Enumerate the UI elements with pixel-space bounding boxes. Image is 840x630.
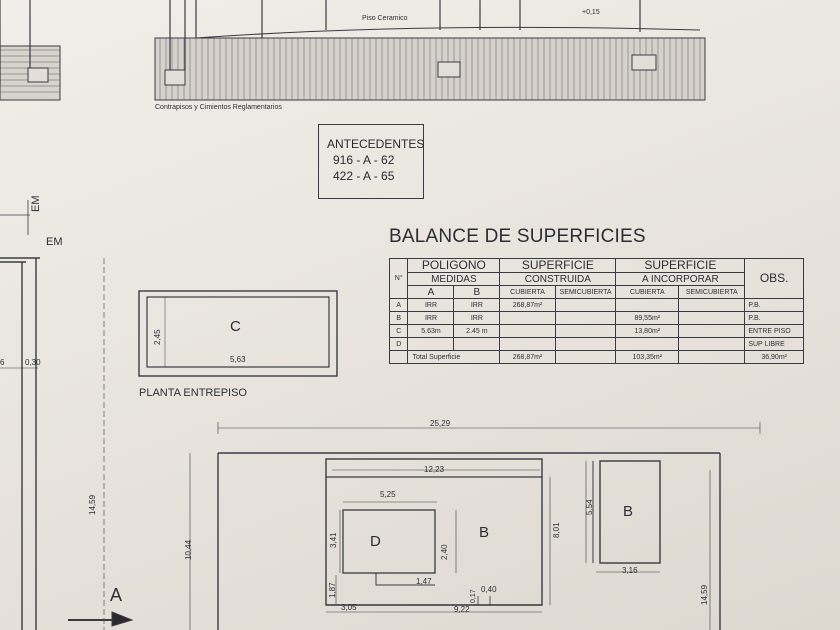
table-header-cubierta: CUBIERTA	[499, 285, 556, 299]
dim-d-height: 3,41	[329, 532, 338, 548]
table-header-incorporar: SUPERFICIE	[615, 258, 746, 273]
level-mark: +0,15	[582, 9, 600, 16]
dim-554: 5,54	[585, 499, 594, 515]
row-construida-cubierta	[499, 324, 556, 338]
dim-overall-width: 25,29	[430, 419, 451, 428]
balance-title: BALANCE DE SUPERFICIES	[389, 226, 646, 247]
table-header-numero: N°	[388, 258, 409, 299]
zone-c-label: C	[230, 318, 241, 335]
antecedentes-title: ANTECEDENTES	[327, 137, 425, 151]
total-construida: 268,87m²	[499, 350, 556, 364]
entrepiso-caption: PLANTA ENTREPISO	[139, 387, 247, 399]
table-header-cubierta: CUBIERTA	[615, 285, 680, 299]
total-incorporar: 103,35m²	[615, 350, 680, 364]
dim-d-width: 5,25	[380, 490, 396, 499]
total-label: Total Superficie	[407, 350, 501, 364]
foundations-note: Contrapisos y Cimientos Reglamentarios	[155, 104, 282, 111]
row-b: IRR	[453, 311, 501, 325]
dim-801: 8,01	[552, 522, 561, 538]
section-arrow-label: A	[110, 585, 123, 605]
antecedentes-line: 422 - A - 65	[333, 169, 395, 183]
row-obs: SUP LIBRE	[744, 337, 804, 351]
dim-inner-height: 10,44	[184, 539, 193, 560]
row-construida-semi	[554, 311, 617, 325]
table-row: C 5.63m 2.45 m 13,80m² ENTRE PISO	[388, 324, 804, 338]
row-incorporar-semi	[678, 298, 746, 312]
entrepiso-plan	[138, 290, 338, 377]
antecedentes-box: ANTECEDENTES 916 - A - 62 422 - A - 65	[318, 124, 424, 199]
zone-d-label: D	[370, 533, 381, 550]
dim-305: 3,05	[341, 603, 357, 612]
row-construida-cubierta	[499, 337, 556, 351]
dim-316: 3,16	[622, 566, 638, 575]
dim-block-width: 12,23	[424, 465, 445, 474]
dim-side-b: 6	[0, 358, 5, 367]
dim-width: 5,63	[230, 355, 246, 364]
balance-table: N° POLIGONO SUPERFICIE SUPERFICIE OBS. M…	[388, 258, 804, 364]
row-incorporar-cubierta: 89,55m²	[615, 311, 680, 325]
row-a: IRR	[407, 298, 455, 312]
row-incorporar-cubierta: 13,80m²	[615, 324, 680, 338]
table-header-medidas: MEDIDAS	[407, 272, 501, 286]
table-header-col-a: A	[407, 285, 455, 299]
table-row: B IRR IRR 89,55m² P.B.	[388, 311, 804, 325]
row-b: IRR	[453, 298, 501, 312]
row-a: IRR	[407, 311, 455, 325]
table-header-col-b: B	[453, 285, 501, 299]
row-incorporar-semi	[678, 324, 746, 338]
row-obs: P.B.	[744, 311, 804, 325]
row-id: C	[388, 324, 409, 338]
row-a	[407, 337, 455, 351]
table-row: A IRR IRR 268,87m² P.B.	[388, 298, 804, 312]
row-obs: P.B.	[744, 298, 804, 312]
cut-mark-top: EM	[30, 195, 42, 213]
cut-mark-side: EM	[46, 236, 63, 248]
antecedentes-line: 916 - A - 62	[333, 153, 395, 167]
dim-147: 1,47	[416, 577, 432, 586]
row-construida-cubierta	[499, 311, 556, 325]
table-header-semicubierta: SEMICUBIERTA	[554, 285, 617, 299]
total-obs: 36,90m²	[744, 350, 804, 364]
floor-label: Piso Ceramico	[362, 15, 408, 22]
row-incorporar-cubierta	[615, 337, 680, 351]
main-plan	[68, 422, 761, 630]
row-b	[453, 337, 501, 351]
dim-height: 2,45	[153, 329, 162, 345]
table-header-construida-sub: CONSTRUIDA	[499, 272, 617, 286]
dim-017: 0,17	[470, 589, 477, 603]
row-construida-semi	[554, 298, 617, 312]
row-id: D	[388, 337, 409, 351]
dim-overall-height-left: 14,59	[88, 494, 97, 515]
dim-overall-height-right: 14,59	[700, 584, 709, 605]
row-obs: ENTRE PISO	[744, 324, 804, 338]
zone-b-label: B	[479, 524, 490, 541]
row-incorporar-cubierta	[615, 298, 680, 312]
table-row: D SUP LIBRE	[388, 337, 804, 351]
table-header-construida: SUPERFICIE	[499, 258, 617, 273]
section-drawing	[0, 0, 706, 101]
dim-040: 0,40	[481, 585, 497, 594]
dim-side-a: 0,30	[25, 358, 41, 367]
dim-922: 9,22	[454, 605, 470, 614]
dim-d-depth: 2,40	[440, 544, 449, 560]
table-header-poligono: POLIGONO	[407, 258, 501, 273]
table-header-incorporar-sub: A INCORPORAR	[615, 272, 746, 286]
zone-b2-label: B	[623, 503, 634, 520]
table-total-row: Total Superficie 268,87m² 103,35m² 36,90…	[388, 350, 804, 364]
row-incorporar-semi	[678, 311, 746, 325]
table-header-semicubierta: SEMICUBIERTA	[678, 285, 746, 299]
row-a: 5.63m	[407, 324, 455, 338]
row-incorporar-semi	[678, 337, 746, 351]
table-header-obs: OBS.	[744, 258, 804, 299]
row-construida-semi	[554, 337, 617, 351]
row-construida-semi	[554, 324, 617, 338]
row-construida-cubierta: 268,87m²	[499, 298, 556, 312]
row-id: B	[388, 311, 409, 325]
dim-187: 1,87	[328, 582, 337, 598]
row-id: A	[388, 298, 409, 312]
row-b: 2.45 m	[453, 324, 501, 338]
left-cut-marks	[0, 200, 105, 630]
